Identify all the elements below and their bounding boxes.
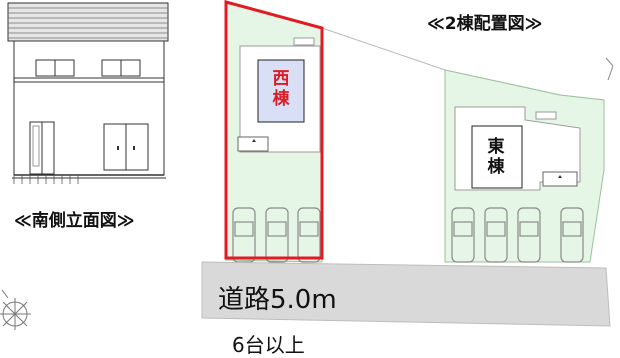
site-plan-title: ≪2棟配置図≫ — [427, 14, 543, 34]
elevation-title: ≪南側立面図≫ — [14, 211, 135, 231]
east-parking — [451, 207, 584, 263]
east-building-label: 東 棟 — [486, 137, 506, 177]
east-building-char-1: 東 — [487, 137, 505, 157]
west-building-char-1: 西 — [272, 69, 290, 89]
south-elevation-drawing — [7, 2, 169, 179]
bottom-cut-text: 6台以上 — [232, 333, 305, 357]
west-building-block — [257, 59, 305, 123]
road — [201, 261, 611, 327]
road-label: 道路5.0m — [218, 285, 337, 315]
site-plan-drawing — [0, 0, 614, 330]
west-lot-highlight — [224, 0, 324, 260]
west-building-label: 西 棟 — [271, 69, 291, 109]
west-parking — [232, 207, 321, 263]
west-building-char-2: 棟 — [272, 89, 290, 109]
east-building-char-2: 棟 — [487, 157, 505, 177]
right-edge-mark — [605, 57, 614, 81]
compass-icon — [0, 289, 31, 330]
east-building-block — [471, 125, 523, 189]
